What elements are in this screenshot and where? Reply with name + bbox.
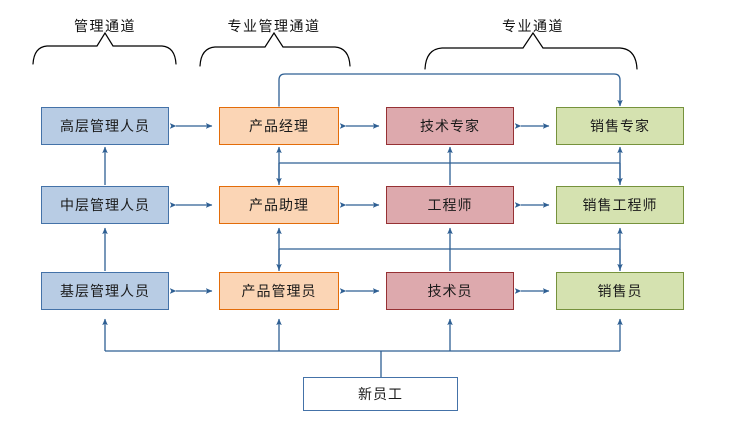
n-sales-engineer[interactable]: 销售工程师 [556,186,684,224]
n-junior-mgmt[interactable]: 基层管理人员 [41,272,169,310]
n-salesperson[interactable]: 销售员 [556,272,684,310]
n-middle-mgmt[interactable]: 中层管理人员 [41,186,169,224]
n-tech-expert[interactable]: 技术专家 [386,107,514,145]
n-technician[interactable]: 技术员 [386,272,514,310]
n-product-mgr[interactable]: 产品经理 [219,107,339,145]
channel-title-0: 管理通道 [74,18,136,34]
brace-professional [424,31,638,70]
channel-title-1: 专业管理通道 [227,18,321,34]
n-sales-expert[interactable]: 销售专家 [556,107,684,145]
connector-top-bracket [276,73,623,113]
channel-title-2: 专业通道 [502,18,564,34]
n-product-admin[interactable]: 产品管理员 [219,272,339,310]
n-product-asst[interactable]: 产品助理 [219,186,339,224]
n-engineer[interactable]: 工程师 [386,186,514,224]
flow-connectors [102,73,623,377]
n-senior-mgmt[interactable]: 高层管理人员 [41,107,169,145]
channel-braces [32,31,638,70]
brace-professional-management [199,31,351,67]
brace-management [32,31,177,65]
n-new-employee[interactable]: 新员工 [303,377,458,411]
